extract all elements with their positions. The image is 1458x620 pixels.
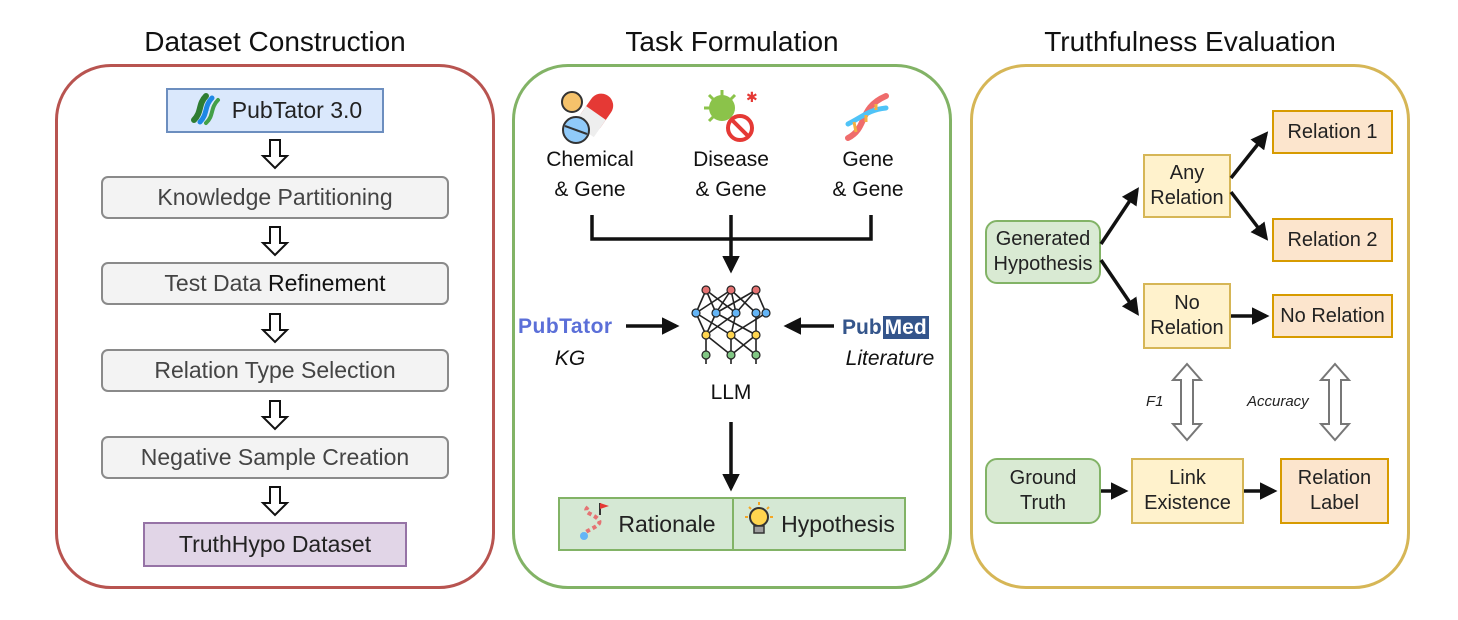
box-label: Relation 1 (1287, 120, 1378, 143)
accuracy-double-arrow (1318, 362, 1352, 442)
dna-icon (838, 88, 896, 146)
any-relation-box: Any Relation (1143, 154, 1231, 218)
hollow-down-arrow (260, 226, 290, 257)
test-data-refinement-step: Test Data Refinement (101, 262, 449, 305)
chemical-pill-icon (556, 88, 614, 146)
any-to-relation1-arrow (1229, 131, 1269, 180)
truthhypo-dataset-box: TruthHypo Dataset (143, 522, 407, 567)
gene-gene-label: Gene & Gene (808, 145, 928, 205)
relation-label-box: Relation Label (1280, 458, 1389, 524)
llm-label: LLM (710, 381, 752, 404)
no-relation-box: No Relation (1143, 283, 1231, 349)
hollow-down-arrow (260, 486, 290, 517)
any-to-relation2-arrow (1229, 190, 1269, 241)
chemical-gene-label: Chemical & Gene (530, 145, 650, 205)
knowledge-partitioning-step: Knowledge Partitioning (101, 176, 449, 219)
pubtator-source-label: PubTator 3.0 (231, 97, 363, 123)
dna-icon (188, 90, 224, 132)
step-label-part-b: Refinement (267, 270, 386, 296)
pubtator-logo: PubTator (518, 315, 613, 338)
accuracy-metric-label: Accuracy (1247, 393, 1309, 410)
rationale-label: Rationale (618, 510, 716, 537)
hollow-down-arrow (260, 139, 290, 170)
svg-text:✱: ✱ (746, 90, 758, 106)
pair-line2: & Gene (832, 178, 904, 201)
box-line1: No (1174, 292, 1200, 314)
pair-line1: Chemical (546, 148, 634, 171)
relation-type-selection-step: Relation Type Selection (101, 349, 449, 392)
no-relation-outcome-box: No Relation (1272, 294, 1393, 338)
pubtator-source-box: PubTator 3.0 (166, 88, 384, 133)
box-line2: Existence (1144, 492, 1231, 514)
output-box: Rationale Hypothesis (558, 497, 906, 551)
dataset-construction-title: Dataset Construction (144, 26, 406, 57)
step-label: Negative Sample Creation (140, 444, 410, 470)
relation-1-box: Relation 1 (1272, 110, 1393, 154)
pair-line2: & Gene (554, 178, 626, 201)
literature-label: Literature (845, 347, 935, 370)
box-line2: Relation (1150, 317, 1224, 339)
box-label: Relation 2 (1287, 228, 1378, 251)
box-line1: Link (1169, 467, 1206, 489)
f1-double-arrow (1170, 362, 1204, 442)
generated-to-any-arrow (1099, 187, 1139, 245)
truthfulness-evaluation-title: Truthfulness Evaluation (1044, 26, 1336, 57)
pair-line2: & Gene (695, 178, 767, 201)
hollow-down-arrow (260, 313, 290, 344)
truthfulness-evaluation-panel (970, 64, 1410, 589)
rationale-icon (576, 501, 610, 547)
box-line1: Relation (1297, 467, 1372, 489)
box-line1: Generated (995, 228, 1091, 250)
box-label: No Relation (1280, 304, 1385, 327)
dataset-label: TruthHypo Dataset (178, 531, 372, 557)
box-line2: Hypothesis (993, 253, 1093, 275)
f1-metric-label: F1 (1146, 393, 1164, 410)
box-line1: Any (1169, 162, 1205, 184)
negative-sample-creation-step: Negative Sample Creation (101, 436, 449, 479)
step-label: Knowledge Partitioning (157, 184, 393, 210)
task-formulation-title: Task Formulation (625, 26, 839, 57)
hollow-down-arrow (260, 400, 290, 431)
task-formulation-panel (512, 64, 952, 589)
generated-to-no-arrow (1099, 259, 1139, 316)
relation-2-box: Relation 2 (1272, 218, 1393, 262)
box-line2: Label (1310, 492, 1359, 514)
step-label: Relation Type Selection (154, 357, 396, 383)
dataset-construction-panel (55, 64, 495, 589)
link-existence-box: Link Existence (1131, 458, 1244, 524)
pubmed-logo-pub: Pub (842, 316, 882, 339)
virus-icon: ✱ (700, 88, 758, 146)
disease-gene-label: Disease & Gene (671, 145, 791, 205)
lightbulb-icon (743, 501, 775, 547)
ground-truth-box: Ground Truth (985, 458, 1101, 524)
pair-line1: Disease (693, 148, 769, 171)
rationale-cell: Rationale (560, 499, 734, 549)
step-label-part-a: Test Data (164, 270, 268, 296)
box-line1: Ground (1009, 467, 1077, 489)
down-arrows (260, 139, 290, 517)
box-line2: Truth (1020, 492, 1066, 514)
kg-label: KG (554, 347, 586, 370)
hypothesis-cell: Hypothesis (734, 499, 904, 549)
neural-network-icon (686, 283, 776, 368)
box-line2: Relation (1150, 187, 1224, 209)
pair-line1: Gene (842, 148, 894, 171)
pubmed-logo-med: Med (882, 316, 929, 339)
generated-hypothesis-box: Generated Hypothesis (985, 220, 1101, 284)
hypothesis-label: Hypothesis (781, 510, 895, 537)
